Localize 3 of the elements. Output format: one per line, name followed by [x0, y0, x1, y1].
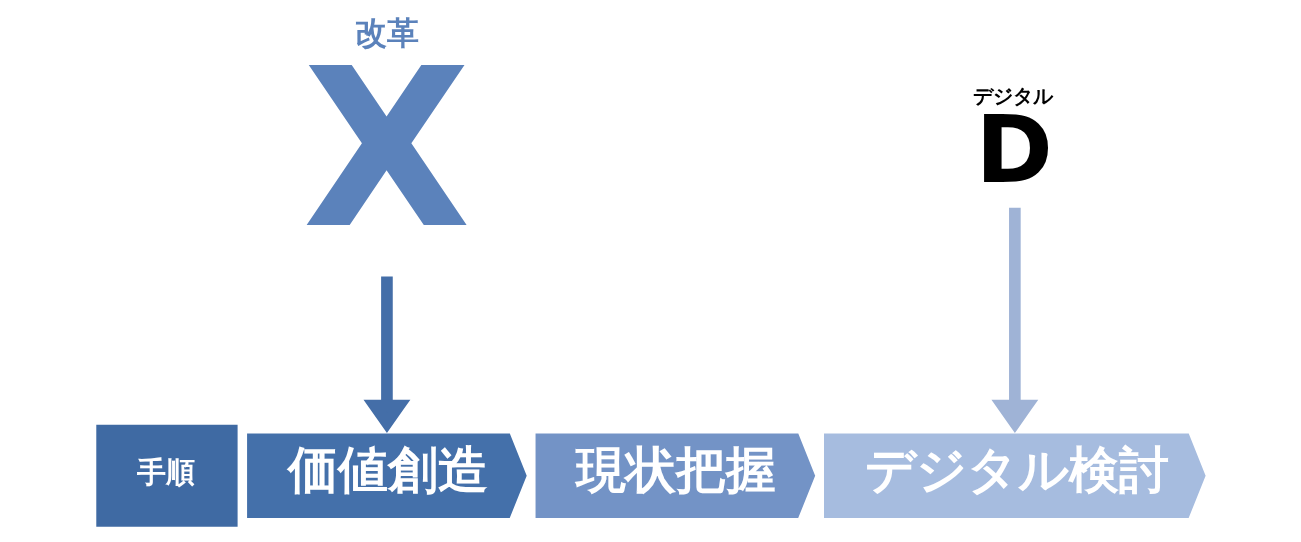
node-text: 改革X: [301, 13, 471, 278]
arrow: [363, 276, 410, 434]
arrow: [990, 207, 1038, 434]
